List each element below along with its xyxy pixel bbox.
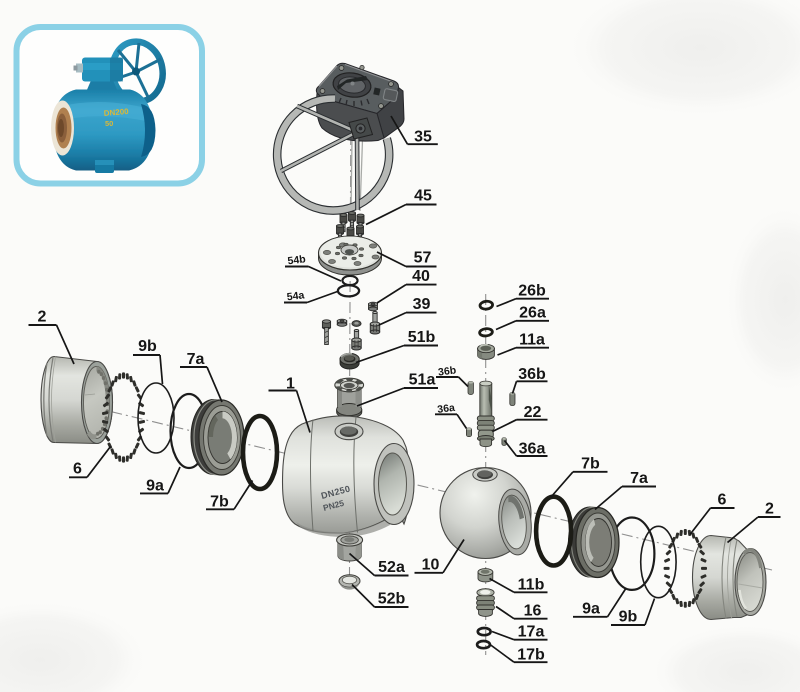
svg-text:6: 6 bbox=[718, 491, 727, 508]
svg-text:9a: 9a bbox=[582, 601, 600, 618]
svg-text:2: 2 bbox=[765, 500, 774, 517]
svg-text:7a: 7a bbox=[630, 470, 648, 487]
svg-text:36a: 36a bbox=[437, 402, 456, 416]
svg-text:54b: 54b bbox=[287, 253, 306, 267]
svg-text:26a: 26a bbox=[519, 305, 546, 322]
svg-text:9b: 9b bbox=[619, 609, 638, 626]
svg-text:17a: 17a bbox=[518, 624, 545, 641]
svg-text:51a: 51a bbox=[409, 372, 436, 389]
svg-text:10: 10 bbox=[422, 557, 440, 574]
svg-text:35: 35 bbox=[414, 128, 432, 145]
svg-text:9a: 9a bbox=[146, 478, 164, 495]
svg-text:7b: 7b bbox=[581, 455, 600, 472]
svg-text:57: 57 bbox=[414, 250, 432, 267]
svg-text:45: 45 bbox=[414, 188, 432, 205]
svg-text:40: 40 bbox=[412, 268, 430, 285]
svg-text:7a: 7a bbox=[187, 351, 205, 368]
svg-text:50: 50 bbox=[105, 119, 113, 128]
svg-text:16: 16 bbox=[524, 603, 542, 620]
svg-text:36a: 36a bbox=[519, 441, 546, 458]
svg-text:11a: 11a bbox=[519, 332, 545, 349]
svg-text:39: 39 bbox=[413, 296, 431, 313]
svg-text:11b: 11b bbox=[518, 577, 545, 594]
svg-text:2: 2 bbox=[38, 309, 47, 326]
svg-text:52b: 52b bbox=[378, 591, 406, 608]
svg-text:51b: 51b bbox=[408, 329, 436, 346]
svg-text:7b: 7b bbox=[210, 493, 229, 510]
svg-text:52a: 52a bbox=[378, 559, 405, 576]
svg-text:9b: 9b bbox=[138, 338, 157, 355]
svg-text:1: 1 bbox=[286, 376, 295, 393]
svg-text:36b: 36b bbox=[518, 366, 546, 383]
svg-text:26b: 26b bbox=[518, 283, 546, 300]
svg-text:54a: 54a bbox=[286, 289, 305, 303]
svg-text:22: 22 bbox=[524, 404, 542, 421]
svg-text:DN200: DN200 bbox=[103, 107, 129, 118]
svg-text:17b: 17b bbox=[517, 647, 545, 664]
svg-text:36b: 36b bbox=[437, 364, 456, 378]
svg-text:6: 6 bbox=[73, 461, 82, 478]
